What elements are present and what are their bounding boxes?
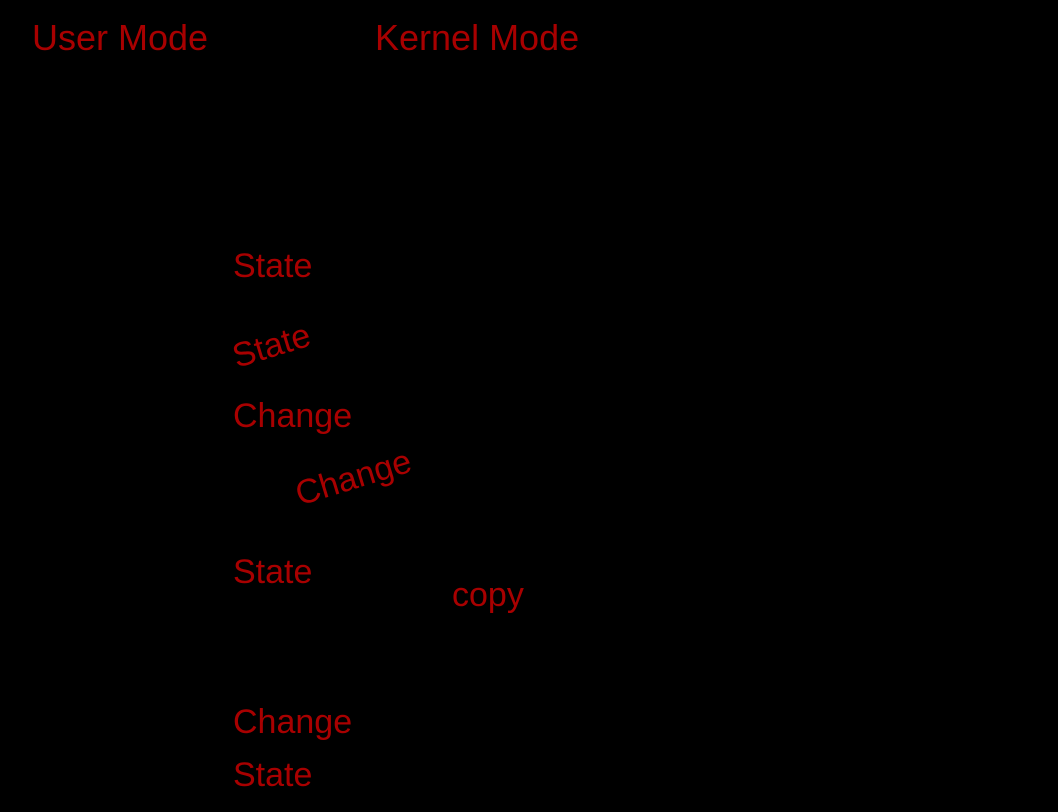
annotation-copy: copy <box>452 576 524 614</box>
annotation-line-state: State <box>233 553 313 591</box>
annotation-state-change-1: State Change <box>233 141 352 541</box>
annotation-line-state: State <box>233 756 313 794</box>
annotation-state-change-3: State Change <box>233 447 352 812</box>
column-header-user-mode: User Mode <box>32 17 209 58</box>
annotation-state-change-4: State Change <box>233 650 352 812</box>
annotation-line-state: State <box>227 316 316 376</box>
column-header-kernel-mode: Kernel Mode <box>375 17 580 58</box>
annotation-line-state: State <box>233 247 313 285</box>
annotation-line-change: Change <box>233 397 353 435</box>
annotation-line-change: Change <box>233 703 353 741</box>
